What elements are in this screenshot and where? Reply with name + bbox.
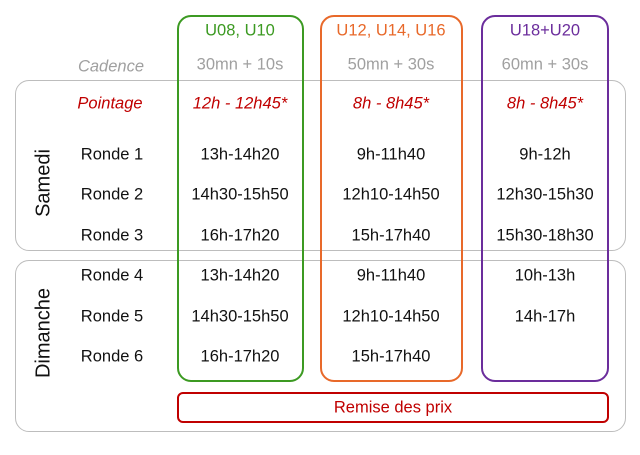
pointage-value: 12h - 12h45* [192,94,288,113]
cadence-value: 30mn + 10s [196,55,284,74]
pointage-label: Pointage [77,94,143,113]
remise-label: Remise des prix [333,398,453,417]
cadence-value: 50mn + 30s [347,55,435,74]
round-time: 16h-17h20 [200,226,280,245]
round-time: 9h-11h40 [356,266,426,285]
round-label: Ronde 6 [80,347,144,366]
cadence-value: 60mn + 30s [501,55,589,74]
round-time: 15h30-18h30 [496,226,594,245]
category-header: U12, U14, U16 [336,21,446,40]
remise-box [177,392,609,423]
round-time: 10h-13h [514,266,576,285]
round-time: 12h30-15h30 [496,185,594,204]
cadence-label: Cadence [77,57,145,76]
round-label: Ronde 2 [80,185,144,204]
round-time: 13h-14h20 [200,266,280,285]
column-u12 [320,15,463,382]
round-time: 9h-12h [519,145,571,164]
round-time: 14h30-15h50 [191,307,289,326]
round-time: 16h-17h20 [200,347,280,366]
column-u18 [481,15,609,382]
pointage-value: 8h - 8h45* [506,94,584,113]
category-header: U08, U10 [205,21,275,40]
round-time: 15h-17h40 [351,226,431,245]
round-time: 15h-17h40 [351,347,431,366]
round-label: Ronde 3 [80,226,144,245]
round-time: 14h-17h [514,307,576,326]
round-time: 14h30-15h50 [191,185,289,204]
round-label: Ronde 5 [80,307,144,326]
samedi-label: Samedi [32,149,55,217]
round-time: 12h10-14h50 [342,185,440,204]
category-header: U18+U20 [509,21,581,40]
round-time: 12h10-14h50 [342,307,440,326]
round-label: Ronde 4 [80,266,144,285]
dimanche-label: Dimanche [32,287,55,379]
round-time: 13h-14h20 [200,145,280,164]
round-label: Ronde 1 [80,145,144,164]
round-time: 9h-11h40 [356,145,426,164]
column-u08 [177,15,304,382]
pointage-value: 8h - 8h45* [352,94,430,113]
